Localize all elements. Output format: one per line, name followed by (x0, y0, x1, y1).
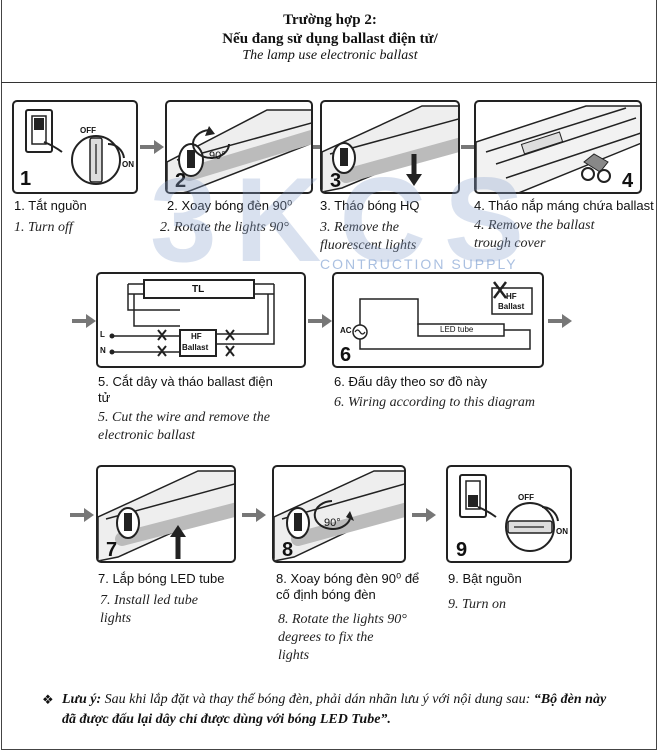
degree-label: 90° (324, 517, 341, 529)
wiring-diagram-tl (109, 279, 275, 357)
arrow-right-icon (548, 314, 572, 328)
step-number: 8 (282, 539, 294, 561)
note-label: Lưu ý: (62, 692, 102, 707)
arrow-right-icon (72, 314, 96, 328)
arrow-right-icon (412, 508, 436, 522)
hf-label: HF (191, 332, 202, 341)
led-tube-label: LED tube (440, 325, 474, 334)
step-number: 2 (175, 170, 187, 192)
wiring-diagram-led (352, 281, 533, 350)
step-2-caption-vi: 2. Xoay bóng đèn 90⁰ (167, 198, 293, 213)
n-label: N (100, 346, 106, 355)
note-box: ❖ Lưu ý: Sau khi lắp đặt và thay thế bón… (42, 690, 622, 730)
case-title: Trường hợp 2: (283, 12, 377, 28)
ac-label: AC (340, 326, 352, 335)
step-9-caption-vi: 9. Bật nguồn (448, 571, 522, 586)
step-5-panel: 5 TL HF Ballast L N (96, 272, 306, 368)
step-8-panel: 8 90° (272, 465, 406, 563)
ballast-label: Ballast (498, 302, 525, 311)
hf-label: HF (506, 292, 517, 301)
step-9-panel: 9 OFF ON (446, 465, 572, 563)
step-number: 4 (622, 170, 634, 192)
step-4-panel: 4 (474, 100, 642, 194)
power-switch-illustration (25, 109, 125, 185)
arrow-right-icon (308, 314, 332, 328)
on-label: ON (556, 527, 568, 536)
step-8-caption-vi: 8. Xoay bóng đèn 90⁰ để cố định bóng đèn (276, 571, 420, 602)
l-label: L (100, 330, 105, 339)
rotate-fix-illustration (274, 470, 404, 561)
header-divider (1, 82, 657, 83)
power-on-illustration (459, 474, 559, 552)
on-label: ON (122, 160, 134, 169)
step-2-panel: 2 90° (165, 100, 313, 194)
remove-tube-illustration (322, 105, 458, 192)
off-label: OFF (518, 493, 534, 502)
note-quote: “Bộ đèn này đã được đấu lại dây chỉ được… (62, 692, 607, 727)
step-number: 7 (106, 539, 118, 561)
step-4-caption-en: 4. Remove the ballast trough cover (474, 218, 595, 251)
arrow-right-icon (242, 508, 266, 522)
step-4-caption-vi: 4. Tháo nắp máng chứa ballast (474, 198, 654, 213)
step-3-caption-vi: 3. Tháo bóng HQ (320, 198, 420, 213)
rotate-tube-illustration (167, 109, 311, 192)
arrow-right-icon (140, 140, 164, 154)
case-subtitle-en: The lamp use electronic ballast (242, 48, 418, 63)
step-7-caption-en: 7. Install led tube lights (100, 593, 198, 626)
step-number: 1 (20, 168, 32, 190)
step-2-caption-en: 2. Rotate the lights 90° (160, 220, 289, 235)
diamond-bullet-icon: ❖ (42, 692, 54, 707)
note-text: Sau khi lắp đặt và thay thế bóng đèn, ph… (104, 692, 531, 707)
step-3-caption-en: 3. Remove the fluorescent lights (320, 220, 417, 253)
step-7-caption-vi: 7. Lắp bóng LED tube (98, 571, 225, 586)
ballast-cover-illustration (476, 105, 640, 192)
step-6-caption-vi: 6. Đấu dây theo sơ đồ này (334, 374, 488, 389)
watermark-logo: 3KCS (150, 153, 543, 287)
case-subtitle: Nếu đang sử dụng ballast điện tử/ (222, 31, 438, 47)
step-1-caption-en: 1. Turn off (14, 220, 73, 235)
tl-label: TL (192, 284, 205, 295)
step-1-caption-vi: 1. Tắt nguồn (14, 198, 87, 213)
watermark-subtitle: CONTRUCTION SUPPLY (320, 256, 518, 272)
step-1-panel: 1 OFF ON (12, 100, 138, 194)
arrow-right-icon (70, 508, 94, 522)
ballast-label: Ballast (182, 343, 209, 352)
step-6-panel: 6 AC LED tube HF Ballast (332, 272, 544, 368)
step-8-caption-en: 8. Rotate the lights 90° degrees to fix … (278, 612, 407, 663)
off-label: OFF (80, 126, 96, 135)
step-7-panel: 7 (96, 465, 236, 563)
step-3-panel: 3 (320, 100, 460, 194)
step-number: 6 (340, 344, 352, 366)
install-led-illustration (98, 470, 234, 561)
step-5-caption-vi: 5. Cắt dây và tháo ballast điện tử (98, 374, 273, 405)
step-number: 9 (456, 539, 468, 561)
degree-label: 90° (209, 150, 226, 162)
step-number: 3 (330, 170, 342, 192)
step-9-caption-en: 9. Turn on (448, 597, 506, 612)
step-5-caption-en: 5. Cut the wire and remove the electroni… (98, 410, 270, 443)
step-6-caption-en: 6. Wiring according to this diagram (334, 395, 535, 410)
